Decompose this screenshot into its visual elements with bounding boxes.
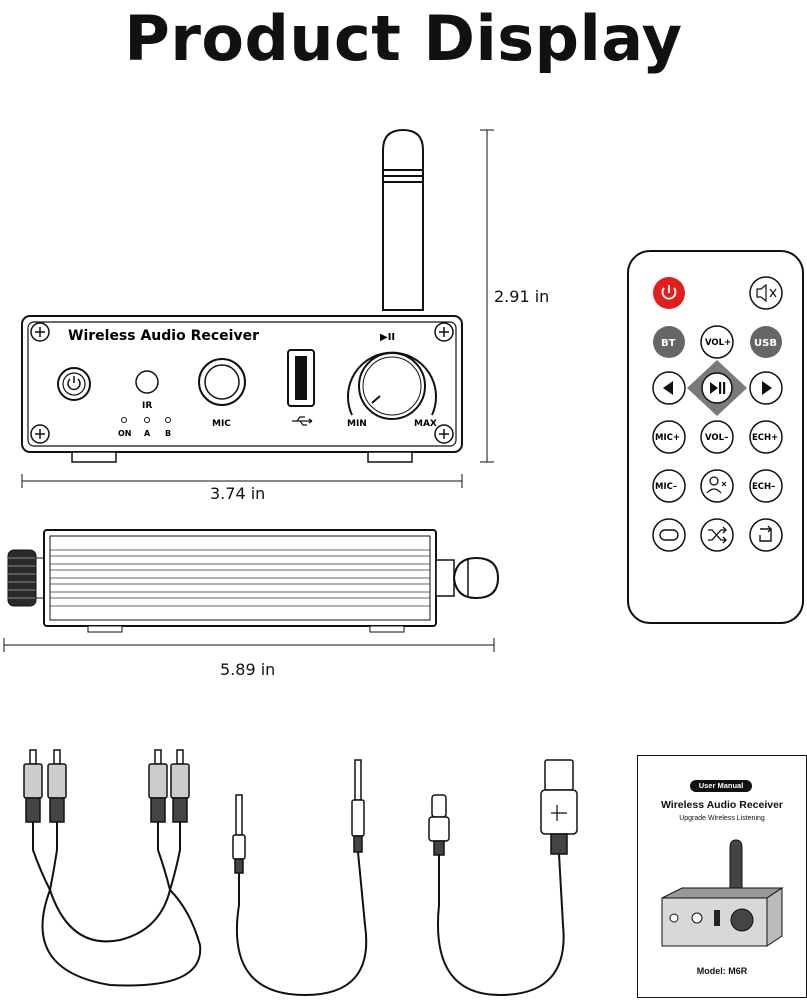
remote-usb-button [750,326,782,358]
svg-text:MIC+: MIC+ [655,433,680,443]
svg-text:VOL+: VOL+ [705,338,731,348]
svg-text:ECH–: ECH– [752,482,775,492]
max-label: MAX [414,419,437,429]
remote-control: BT VOL+ USB MIC+ VOL– ECH+ MIC– ECH– [627,250,804,624]
width-label: 3.74 in [210,484,266,503]
led-label-a: A [144,429,151,438]
receiver-side-view [3,529,500,652]
manual-product-image [661,839,784,947]
manual-model: Model: M6R [696,966,748,976]
svg-text:BT: BT [661,338,676,349]
receiver-name: Wireless Audio Receiver [68,328,259,344]
ir-sensor [135,370,159,394]
remote-ech-down-button [749,469,783,503]
manual-subtitle: Upgrade Wireless Listening [679,815,765,822]
svg-text:ECH+: ECH+ [752,433,778,443]
remote-loop-icon [652,518,686,552]
svg-text:USB: USB [754,338,777,349]
play-pause-label: ▶II [380,332,395,343]
remote-vol-down-button [700,420,734,454]
receiver-front-view: Wireless Audio Receiver IR ON A B MIC ▶I… [21,128,494,488]
user-manual-card: User Manual Wireless Audio Receiver Upgr… [637,755,807,998]
length-label: 5.89 in [220,660,276,679]
led-label-b: B [165,429,171,438]
remote-mic-up-button [652,420,686,454]
width-dimension-line [21,474,463,488]
svg-text:VOL–: VOL– [705,433,728,443]
remote-ech-up-button [749,420,783,454]
height-label: 2.91 in [494,287,550,306]
min-label: MIN [347,419,367,429]
remote-voice-cancel-icon [700,469,734,503]
antenna [382,128,424,311]
remote-mic-down-button [652,469,686,503]
remote-bt-button [653,326,685,358]
led-label-on: ON [118,429,132,438]
rca-cable-image [23,749,202,987]
usb-icon [292,416,313,426]
aux-cable-image [232,759,368,997]
manual-badge: User Manual [690,780,752,792]
svg-text:MIC–: MIC– [655,482,677,492]
volume-knob [347,351,437,420]
power-button [57,367,91,401]
remote-vol-up-button [700,325,734,359]
page-title: Product Display [124,2,683,75]
length-dimension-line [3,638,495,652]
height-dimension-line [480,129,494,463]
ir-label: IR [142,401,152,411]
usb-cable-image [428,759,578,997]
manual-title: Wireless Audio Receiver [660,799,784,811]
remote-repeat-icon [749,518,783,552]
mic-label: MIC [212,419,231,429]
